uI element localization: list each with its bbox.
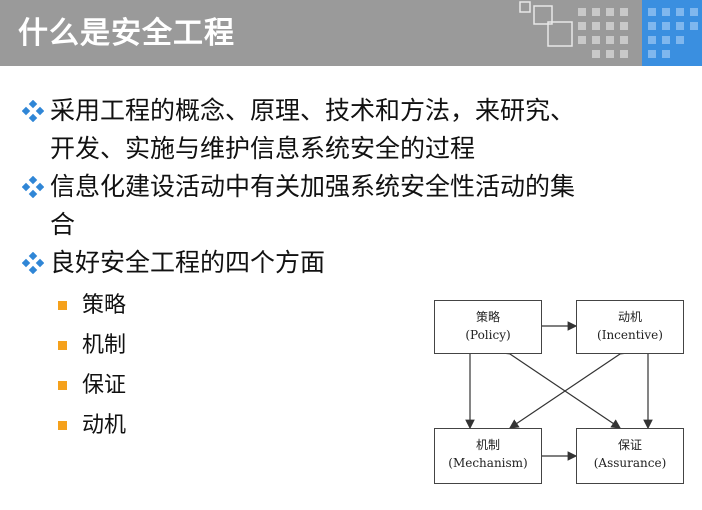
- bullet-list: 采用工程的概念、原理、技术和方法，来研究、 开发、实施与维护信息系统安全的过程 …: [18, 92, 688, 446]
- diamond-bullet-icon: [22, 176, 44, 198]
- diamond-bullet-icon: [22, 100, 44, 122]
- diamond-bullet-icon: [22, 252, 44, 274]
- security-engineering-diagram: 策略 (Policy) 动机 (Incentive) 机制 (Mechanism…: [430, 296, 696, 492]
- assurance-label-en: (Assurance): [593, 456, 667, 470]
- header-decoration: [519, 0, 702, 66]
- bullet-line: 信息化建设活动中有关加强系统安全性活动的集: [50, 172, 576, 201]
- sub-bullet-item: 机制: [18, 326, 688, 366]
- incentive-box: 动机 (Incentive): [576, 300, 684, 354]
- page-title: 什么是安全工程: [18, 16, 235, 51]
- sub-bullet-item: 动机: [18, 406, 688, 446]
- policy-label-en: (Policy): [465, 328, 511, 342]
- bullet-item: 良好安全工程的四个方面: [18, 244, 688, 282]
- slide-header: 什么是安全工程: [0, 0, 702, 66]
- bullet-line: 良好安全工程的四个方面: [50, 248, 326, 277]
- policy-label-cn: 策略: [475, 310, 500, 324]
- sub-bullet-item: 策略: [18, 286, 688, 326]
- assurance-box: 保证 (Assurance): [576, 428, 684, 484]
- bullet-item: 采用工程的概念、原理、技术和方法，来研究、 开发、实施与维护信息系统安全的过程: [18, 92, 688, 168]
- sub-bullet-label: 机制: [82, 333, 127, 358]
- sub-bullet-label: 保证: [82, 373, 127, 398]
- square-bullet-icon: [58, 381, 67, 390]
- square-bullet-icon: [58, 421, 67, 430]
- bullet-item: 信息化建设活动中有关加强系统安全性活动的集 合: [18, 168, 688, 244]
- mechanism-label-en: (Mechanism): [448, 456, 528, 470]
- bullet-line: 采用工程的概念、原理、技术和方法，来研究、: [50, 96, 576, 125]
- assurance-label-cn: 保证: [617, 438, 642, 452]
- diagram-arrows: [465, 321, 653, 461]
- sub-bullet-label: 策略: [82, 293, 127, 318]
- square-bullet-icon: [58, 301, 67, 310]
- square-bullet-icon: [58, 341, 67, 350]
- mechanism-box: 机制 (Mechanism): [434, 428, 542, 484]
- sub-bullet-label: 动机: [82, 413, 127, 438]
- policy-box: 策略 (Policy): [434, 300, 542, 354]
- incentive-label-cn: 动机: [617, 310, 642, 324]
- mechanism-label-cn: 机制: [475, 438, 500, 452]
- arrow-incentive-mechanism: [509, 345, 630, 429]
- bullet-line: 合: [50, 210, 76, 239]
- incentive-label-en: (Incentive): [597, 328, 663, 342]
- bullet-line: 开发、实施与维护信息系统安全的过程: [50, 134, 476, 163]
- sub-bullet-item: 保证: [18, 366, 688, 406]
